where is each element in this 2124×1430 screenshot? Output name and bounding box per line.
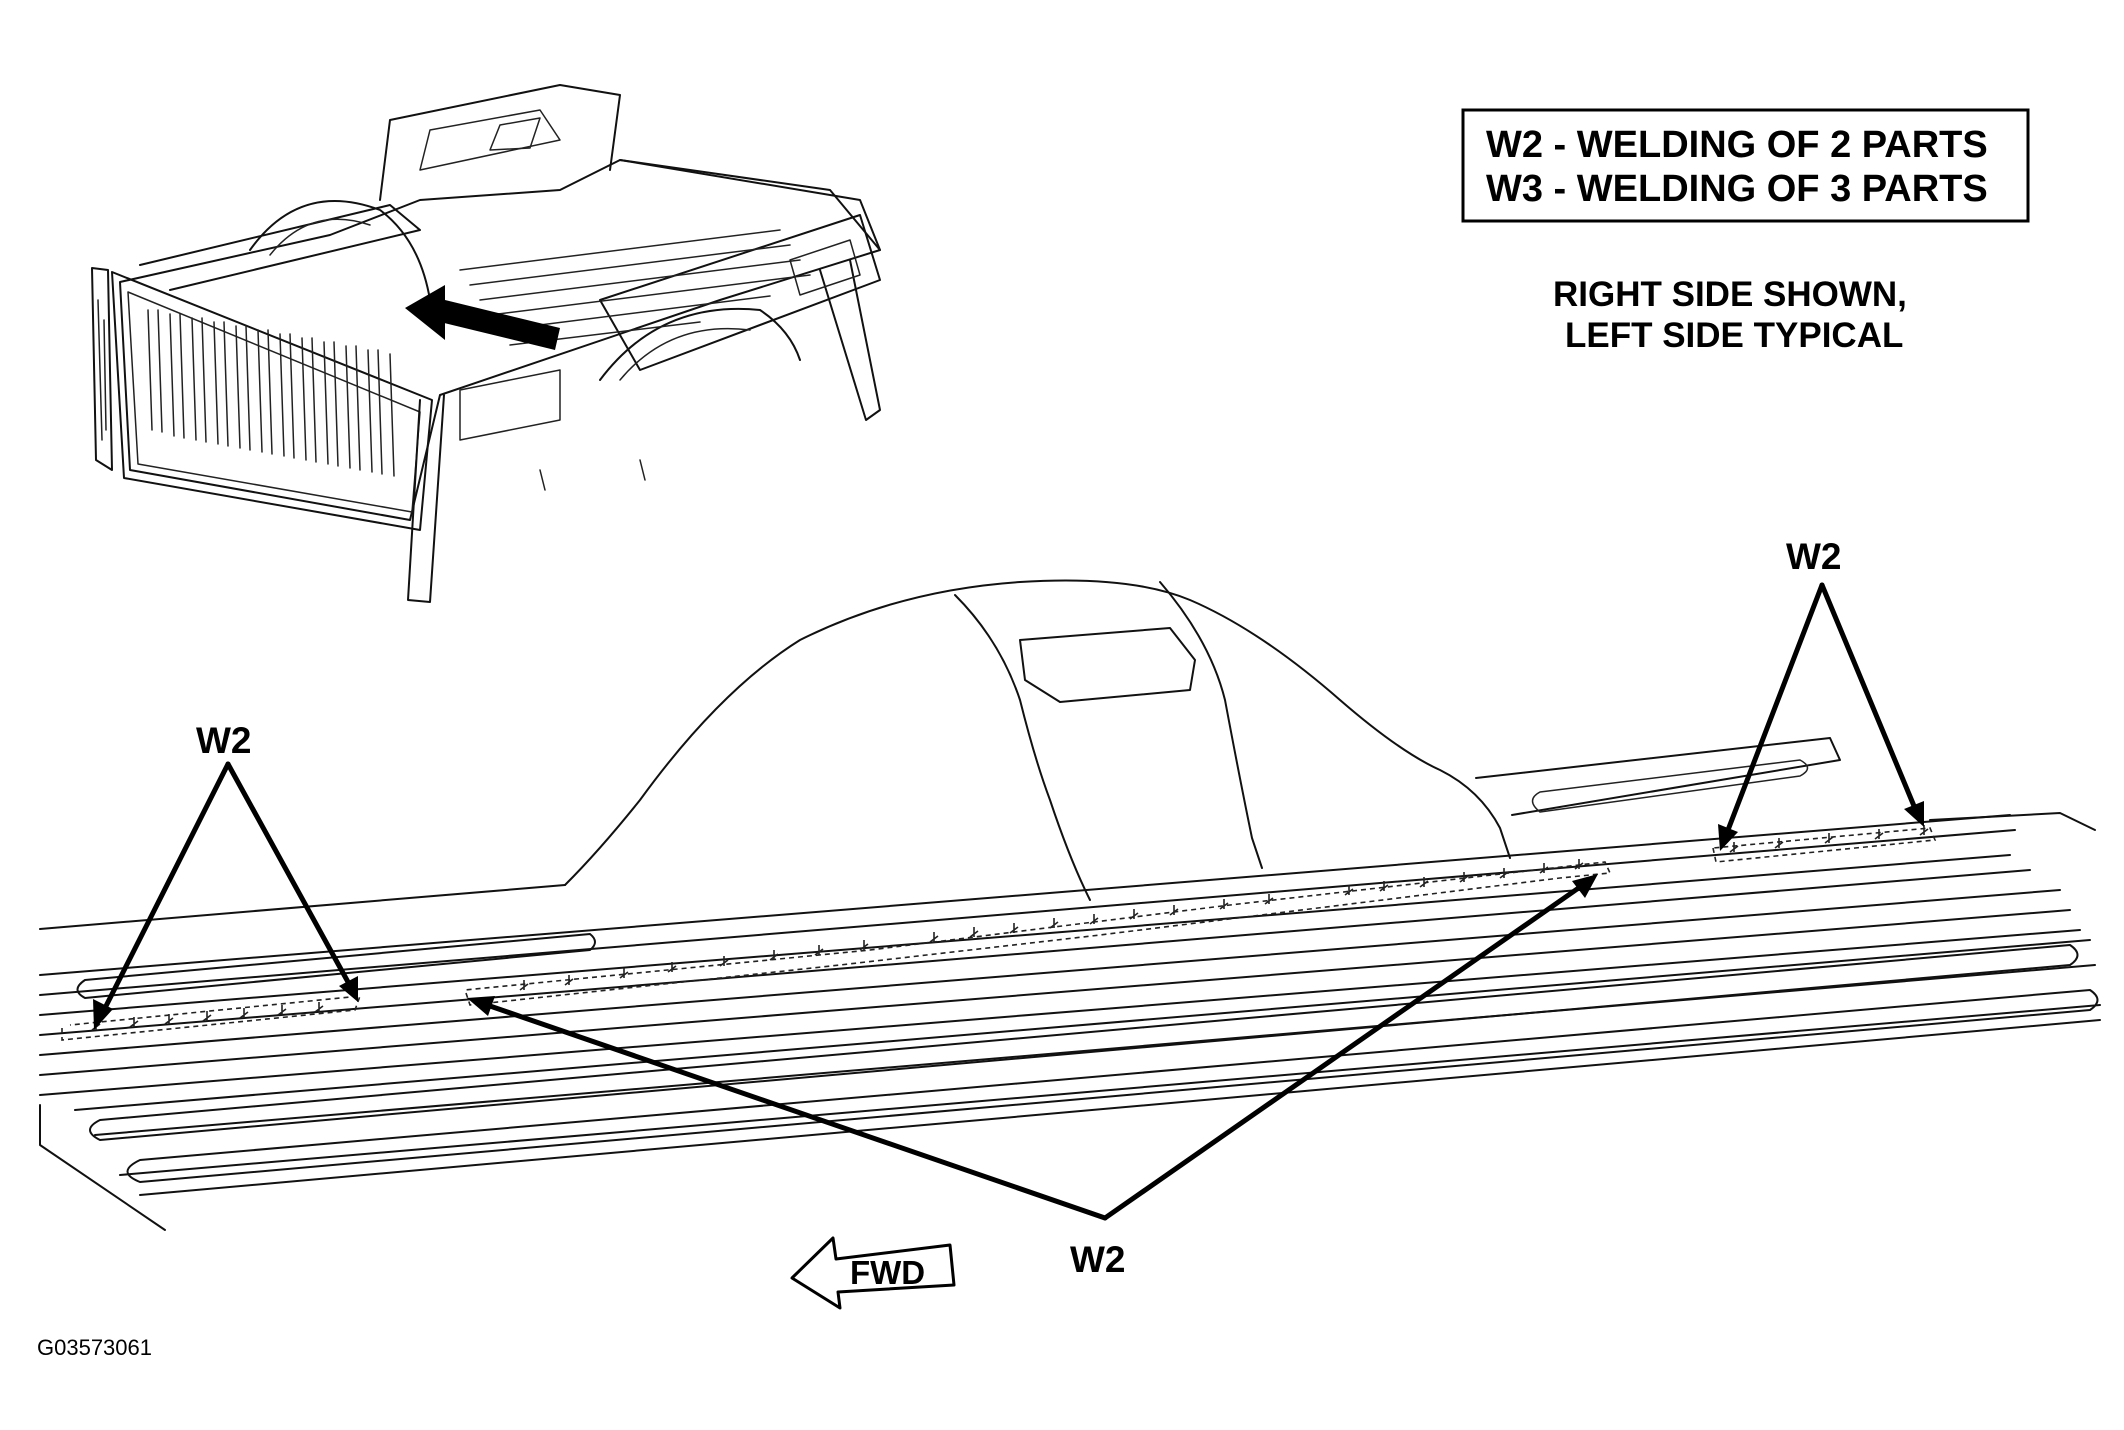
- callout-w2-left: W2: [196, 720, 252, 761]
- tailgate-ribs: [147, 309, 395, 477]
- legend-w3-text: W3 - WELDING OF 3 PARTS: [1486, 168, 1988, 210]
- weld-seam-left: [61, 995, 362, 1041]
- truck-bed-inset: [91, 84, 881, 603]
- note-line-2: LEFT SIDE TYPICAL: [1565, 316, 1903, 355]
- inset-pointer-arrow: [405, 285, 560, 350]
- legend-w2-text: W2 - WELDING OF 2 PARTS: [1486, 124, 1988, 166]
- legend-box: W2 - WELDING OF 2 PARTS W3 - WELDING OF …: [1461, 108, 2030, 223]
- bottom-arrow-b: [1102, 884, 1583, 1221]
- spot-welds: [91, 825, 1929, 1031]
- weld-seam-right: [1712, 827, 1937, 863]
- note-line-1: RIGHT SIDE SHOWN,: [1553, 275, 1907, 314]
- floor-rail-detail: [39, 579, 2101, 1231]
- right-arrow-a: [1725, 582, 1825, 833]
- callout-arrows: [93, 582, 1924, 1221]
- callout-w2-bottom: W2: [1070, 1239, 1126, 1280]
- bed-floor-ribs: [459, 229, 811, 346]
- left-arrow-b: [225, 761, 351, 985]
- figure-id: G03573061: [37, 1335, 152, 1360]
- fwd-label: FWD: [850, 1254, 925, 1291]
- callout-w2-right: W2: [1786, 536, 1842, 577]
- left-arrow-a: [101, 761, 231, 1013]
- right-arrow-b: [1819, 582, 1917, 809]
- side-note: RIGHT SIDE SHOWN, LEFT SIDE TYPICAL: [1553, 275, 1907, 355]
- fwd-arrow: FWD: [790, 1236, 956, 1310]
- bottom-arrow-a: [487, 1003, 1108, 1221]
